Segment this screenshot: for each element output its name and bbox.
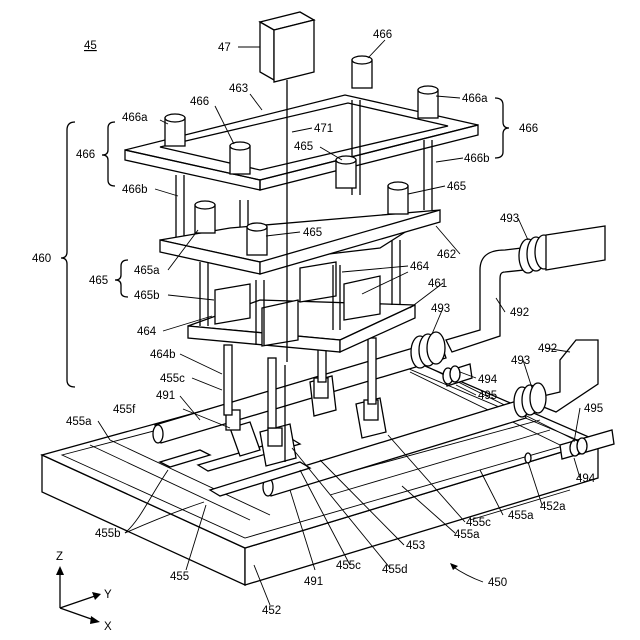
label-493-2: 493	[431, 303, 450, 315]
label-455c-1: 455c	[160, 373, 185, 385]
axis-indicator	[56, 566, 101, 624]
label-466b-left: 466b	[122, 184, 148, 196]
label-464b: 464b	[150, 349, 176, 361]
label-455c-2: 455c	[466, 517, 491, 529]
label-462: 462	[437, 249, 456, 261]
controller-box-47	[260, 12, 314, 82]
axis-y-label: Y	[104, 589, 112, 601]
label-466a-left: 466a	[122, 112, 148, 124]
axis-z-label: Z	[56, 551, 63, 563]
label-492-1: 492	[510, 307, 529, 319]
label-455: 455	[170, 571, 189, 583]
label-455c-3: 455c	[336, 560, 361, 572]
label-494-2: 494	[576, 473, 596, 485]
label-47: 47	[218, 42, 231, 54]
label-461: 461	[428, 278, 447, 290]
label-463: 463	[229, 83, 248, 95]
label-494-1: 494	[478, 374, 498, 386]
axis-x-label: X	[104, 621, 112, 633]
label-465a: 465a	[134, 265, 160, 277]
label-492-2: 492	[538, 343, 557, 355]
label-464-left: 464	[137, 326, 157, 338]
label-455a-3: 455a	[454, 529, 480, 541]
label-450: 450	[488, 577, 507, 589]
label-455a-1: 455a	[66, 416, 92, 428]
label-491-2: 491	[304, 576, 323, 588]
label-452: 452	[262, 605, 281, 617]
label-466-left: 466	[76, 149, 95, 161]
label-495-2: 495	[584, 403, 603, 415]
figure-ref: 45	[84, 40, 97, 52]
label-455a-2: 455a	[508, 510, 534, 522]
label-465b: 465b	[134, 290, 160, 302]
label-452a: 452a	[540, 501, 566, 513]
label-465-1: 465	[294, 141, 313, 153]
label-465-2: 465	[447, 181, 466, 193]
label-491-1: 491	[156, 390, 175, 402]
label-464-right: 464	[410, 261, 430, 273]
label-466-top: 466	[373, 29, 392, 41]
label-495-1: 495	[478, 390, 497, 402]
label-453: 453	[406, 540, 425, 552]
label-493-3: 493	[511, 355, 530, 367]
label-460: 460	[32, 253, 51, 265]
label-465-left: 465	[89, 275, 108, 287]
label-465-3: 465	[303, 227, 322, 239]
plate-461	[188, 262, 415, 352]
label-466a-right: 466a	[462, 93, 488, 105]
label-466b-right: 466b	[464, 153, 490, 165]
label-455d: 455d	[382, 564, 408, 576]
label-466-mid: 466	[190, 96, 209, 108]
label-455b: 455b	[95, 528, 121, 540]
label-493-1: 493	[500, 213, 519, 225]
label-471: 471	[314, 123, 333, 135]
label-455f: 455f	[113, 404, 136, 416]
label-466-right: 466	[519, 123, 538, 135]
